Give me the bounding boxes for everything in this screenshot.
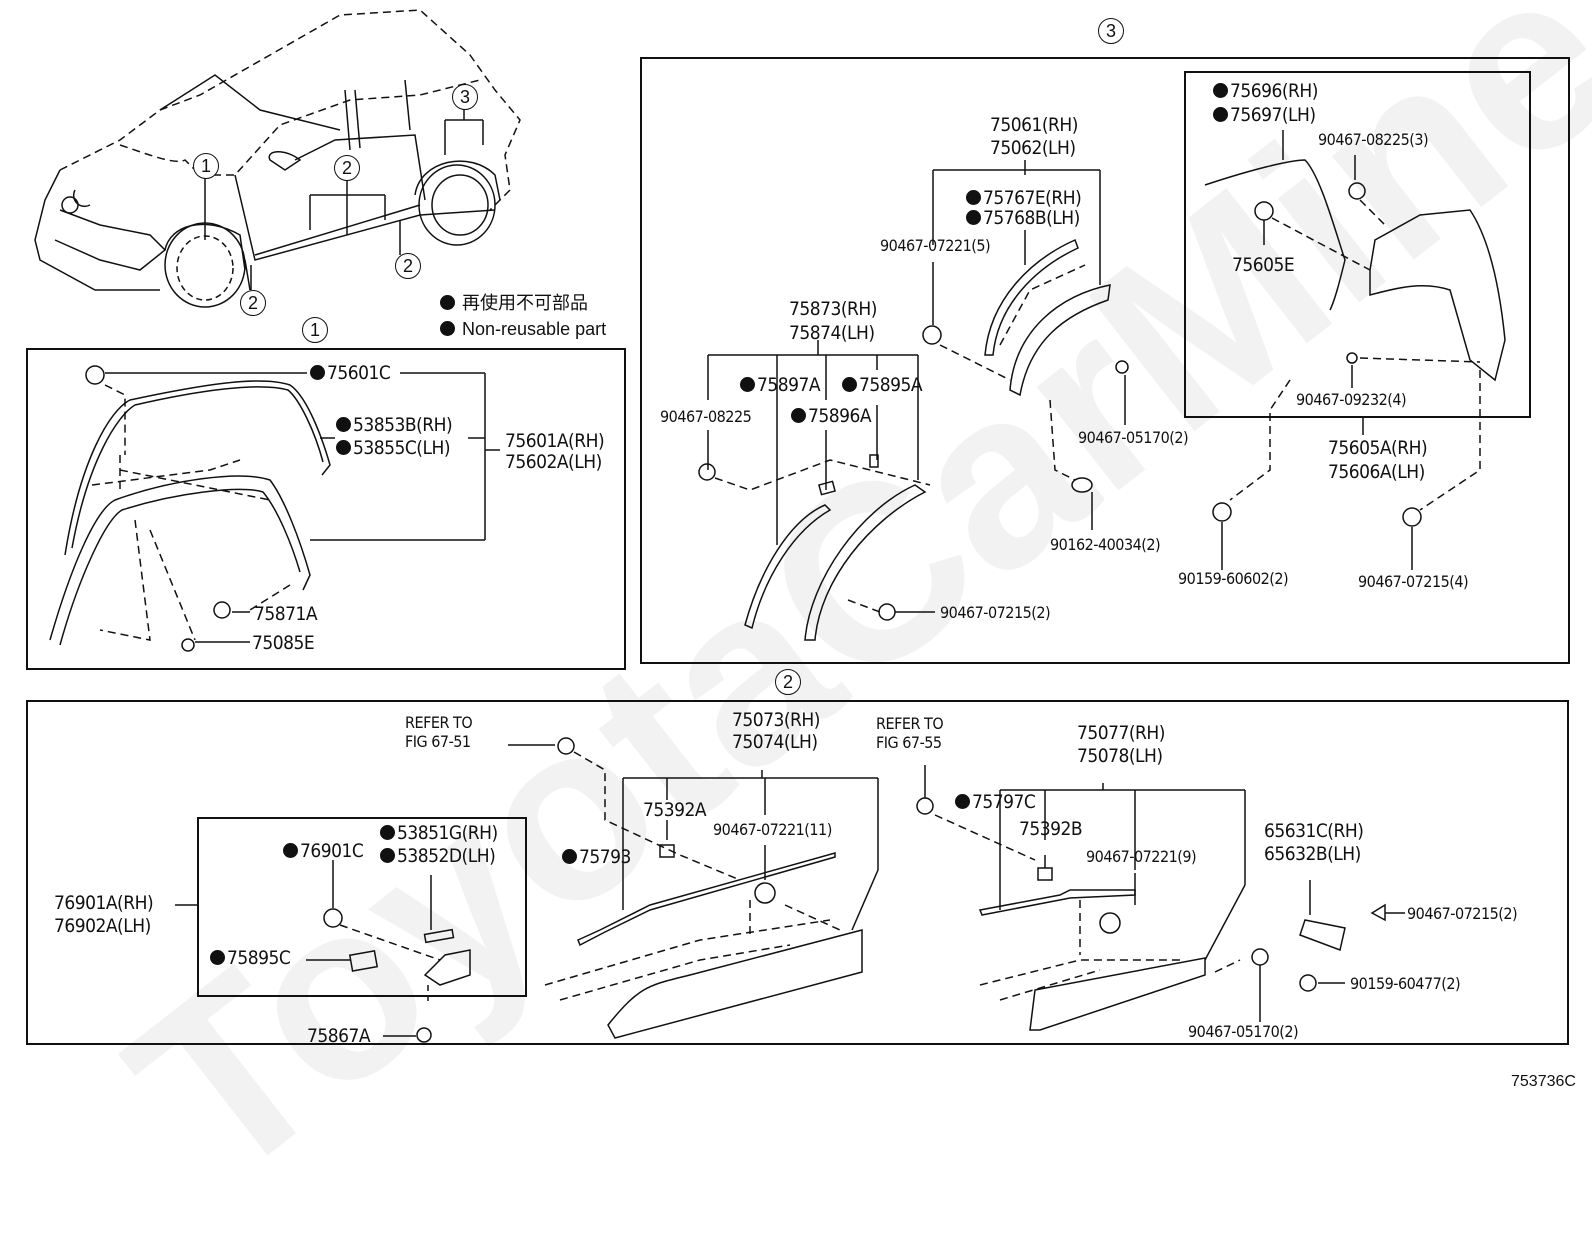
part-label[interactable]: 75873(RH): [789, 298, 877, 320]
part-label[interactable]: 90467-07221(9): [1086, 847, 1197, 866]
part-label[interactable]: 90467-05170(2): [1188, 1022, 1299, 1041]
part-label[interactable]: 90467-07215(2): [1407, 904, 1518, 923]
part-label[interactable]: 75606A(LH): [1328, 461, 1425, 483]
part-label[interactable]: 76902A(LH): [54, 915, 151, 937]
part-label[interactable]: 75797C: [955, 791, 1036, 813]
part-label[interactable]: 90467-05170(2): [1078, 428, 1189, 447]
part-label[interactable]: 75077(RH): [1077, 722, 1165, 744]
non-reusable-dot-icon: [740, 377, 755, 392]
part-label[interactable]: 75085E: [252, 632, 315, 654]
part-label[interactable]: 75897A: [740, 374, 821, 396]
non-reusable-dot-icon: [955, 794, 970, 809]
part-label[interactable]: 75062(LH): [990, 137, 1076, 159]
line-art: [34, 9, 1531, 1043]
part-label[interactable]: 75392A: [643, 799, 707, 821]
non-reusable-dot-icon: [336, 440, 351, 455]
section3-panel: [640, 57, 1570, 664]
part-label[interactable]: 90467-07221(11): [713, 820, 832, 839]
part-label[interactable]: 75602A(LH): [505, 451, 602, 473]
part-label[interactable]: 75793: [562, 846, 631, 868]
legend-row-jp: 再使用不可部品: [440, 290, 606, 316]
legend-text-jp: 再使用不可部品: [462, 293, 589, 313]
part-label[interactable]: 65631C(RH): [1264, 820, 1364, 842]
section3-drawing: [698, 71, 1531, 641]
overview-callout-2[interactable]: 2: [240, 290, 266, 316]
part-label[interactable]: 90467-08225: [660, 407, 752, 426]
part-label[interactable]: 75078(LH): [1077, 745, 1163, 767]
part-label[interactable]: 76901C: [283, 840, 364, 862]
non-reusable-dot-icon: [1213, 107, 1228, 122]
part-label[interactable]: 75605A(RH): [1328, 437, 1428, 459]
part-label[interactable]: 75895A: [842, 374, 923, 396]
overview-callout-2[interactable]: 2: [395, 253, 421, 279]
overview-callout-2[interactable]: 2: [334, 155, 360, 181]
part-label[interactable]: 75767E(RH): [966, 187, 1082, 209]
section2-panel: [26, 700, 1569, 1045]
non-reusable-dot-icon: [283, 843, 298, 858]
part-label[interactable]: 90467-09232(4): [1296, 390, 1407, 409]
legend-text-en: Non-reusable part: [462, 319, 607, 339]
part-label[interactable]: 90159-60477(2): [1350, 974, 1461, 993]
part-label[interactable]: 53852D(LH): [380, 845, 496, 867]
part-label[interactable]: 53855C(LH): [336, 437, 451, 459]
part-label[interactable]: 90467-07221(5): [880, 236, 991, 255]
part-label[interactable]: 75867A: [307, 1025, 371, 1047]
part-label[interactable]: 75895C: [210, 947, 291, 969]
part-label[interactable]: 75073(RH): [732, 709, 820, 731]
legend: 再使用不可部品 Non-reusable part: [440, 290, 606, 342]
part-label[interactable]: 75696(RH): [1213, 80, 1318, 102]
part-label[interactable]: 75697(LH): [1213, 104, 1316, 126]
part-label[interactable]: 75601C: [310, 362, 391, 384]
non-reusable-dot-icon: [440, 321, 455, 336]
part-label[interactable]: 90159-60602(2): [1178, 569, 1289, 588]
part-label[interactable]: 75601A(RH): [505, 430, 605, 452]
non-reusable-dot-icon: [842, 377, 857, 392]
part-label[interactable]: 75605E: [1232, 254, 1295, 276]
non-reusable-dot-icon: [966, 190, 981, 205]
section1-marker: 1: [302, 317, 328, 343]
overview-callout-3[interactable]: 3: [452, 84, 478, 110]
non-reusable-dot-icon: [310, 365, 325, 380]
non-reusable-dot-icon: [791, 408, 806, 423]
section2-marker: 2: [775, 669, 801, 695]
section1-panel: [26, 348, 626, 670]
non-reusable-dot-icon: [562, 849, 577, 864]
part-label[interactable]: 75896A: [791, 405, 872, 427]
part-label[interactable]: 53851G(RH): [380, 822, 498, 844]
figure-id: 753736C: [1511, 1073, 1576, 1090]
part-label[interactable]: 75874(LH): [789, 322, 875, 344]
part-label[interactable]: 65632B(LH): [1264, 843, 1361, 865]
section1-drawing: [49, 365, 500, 652]
part-label[interactable]: 75061(RH): [990, 114, 1078, 136]
part-label[interactable]: 75768B(LH): [966, 207, 1080, 229]
non-reusable-dot-icon: [380, 825, 395, 840]
part-label[interactable]: 90467-07215(2): [940, 603, 1051, 622]
part-label[interactable]: 75074(LH): [732, 731, 818, 753]
non-reusable-dot-icon: [440, 295, 455, 310]
part-label[interactable]: 76901A(RH): [54, 892, 154, 914]
non-reusable-dot-icon: [1213, 83, 1228, 98]
part-label[interactable]: 75392B: [1019, 818, 1083, 840]
non-reusable-dot-icon: [380, 848, 395, 863]
legend-row-en: Non-reusable part: [440, 316, 606, 342]
section3-marker: 3: [1098, 18, 1124, 44]
overview-callout-1[interactable]: 1: [193, 153, 219, 179]
part-label[interactable]: 53853B(RH): [336, 414, 453, 436]
vehicle-overview-drawing: [34, 9, 521, 308]
part-label[interactable]: 75871A: [254, 603, 318, 625]
non-reusable-dot-icon: [966, 210, 981, 225]
non-reusable-dot-icon: [336, 417, 351, 432]
part-label[interactable]: 90467-08225(3): [1318, 130, 1429, 149]
non-reusable-dot-icon: [210, 950, 225, 965]
section2-drawing: [175, 737, 1405, 1043]
part-label[interactable]: 90162-40034(2): [1050, 535, 1161, 554]
part-label[interactable]: 90467-07215(4): [1358, 572, 1469, 591]
